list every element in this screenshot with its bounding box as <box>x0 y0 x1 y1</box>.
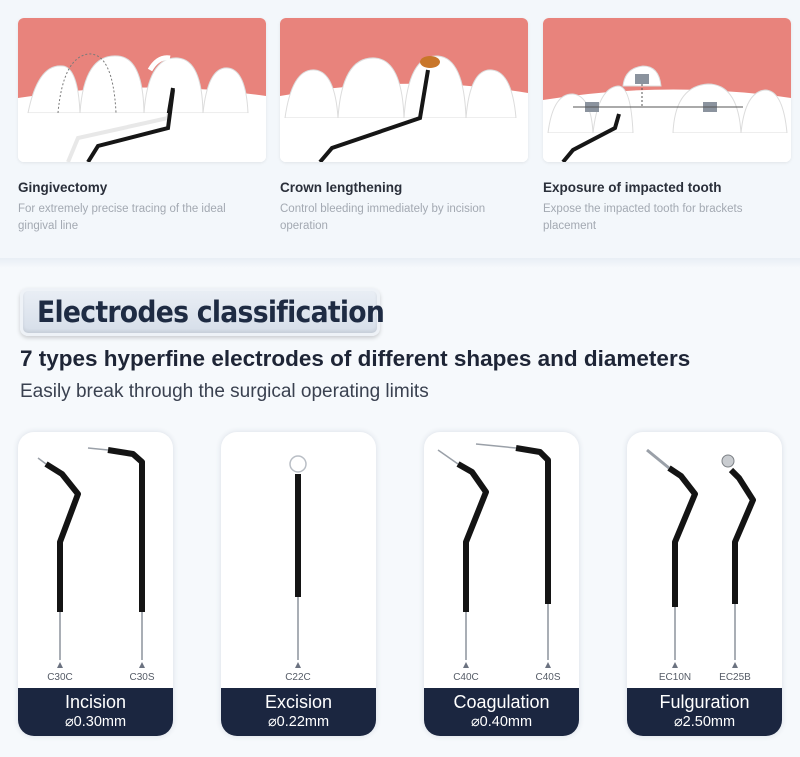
application-description: Control bleeding immediately by incision… <box>280 203 486 232</box>
electrode-label: Excision ⌀0.22mm <box>221 688 376 736</box>
electrode-diameter: ⌀0.22mm <box>267 714 330 730</box>
application-description: For extremely precise tracing of the ide… <box>18 203 226 232</box>
application-card-impacted-tooth: Exposure of impacted tooth Expose the im… <box>543 18 791 235</box>
electrode-code: EC25B <box>719 672 751 683</box>
electrode-code: C40S <box>535 672 561 683</box>
pointer-triangle-icon <box>139 662 145 668</box>
electrode-card-incision: C30C C30S Incision ⌀0.30mm <box>18 432 173 736</box>
application-card-gingivectomy: Gingivectomy For extremely precise traci… <box>18 18 266 235</box>
pointer-triangle-icon <box>672 662 678 668</box>
section-headline: 7 types hyperfine electrodes of differen… <box>20 346 691 371</box>
electrode-label: Fulguration ⌀2.50mm <box>627 688 782 736</box>
electrode-code: C22C <box>285 672 311 683</box>
gingivectomy-illustration <box>18 18 266 162</box>
section-badge-label: Electrodes classification <box>37 295 385 329</box>
pointer-triangle-icon <box>732 662 738 668</box>
crown-lengthening-illustration <box>280 18 528 162</box>
electrode-code: EC10N <box>658 672 692 683</box>
electrode-name: Coagulation <box>453 692 550 712</box>
application-title: Crown lengthening <box>280 180 403 195</box>
electrode-card-excision: C22C Excision ⌀0.22mm <box>221 432 376 736</box>
pointer-triangle-icon <box>295 662 301 668</box>
application-title: Gingivectomy <box>18 180 108 195</box>
electrode-name: Fulguration <box>659 692 750 712</box>
pointer-triangle-icon <box>57 662 63 668</box>
electrode-name: Excision <box>264 692 333 712</box>
impacted-tooth-illustration <box>543 18 791 162</box>
electrode-diameter: ⌀0.40mm <box>470 714 533 730</box>
fulguration-electrodes-drawing <box>646 448 756 660</box>
electrode-diameter: ⌀2.50mm <box>673 714 736 730</box>
electrode-diameter: ⌀0.30mm <box>64 714 127 730</box>
electrode-code: C40C <box>453 672 479 683</box>
electrode-label: Incision ⌀0.30mm <box>18 688 173 736</box>
electrode-card-coagulation: C40C C40S Coagulation ⌀0.40mm <box>424 432 579 736</box>
electrode-code: C30C <box>47 672 73 683</box>
electrode-label: Coagulation ⌀0.40mm <box>424 688 579 736</box>
coagulation-electrodes-drawing <box>437 443 551 660</box>
application-title: Exposure of impacted tooth <box>543 180 722 195</box>
section-subline: Easily break through the surgical operat… <box>20 381 429 402</box>
incision-electrodes-drawing <box>37 447 145 660</box>
excision-electrode-drawing <box>289 455 307 660</box>
application-card-crown-lengthening: Crown lengthening Control bleeding immed… <box>280 18 528 235</box>
section-divider <box>0 258 800 268</box>
pointer-triangle-icon <box>545 662 551 668</box>
pointer-triangle-icon <box>463 662 469 668</box>
electrode-name: Incision <box>64 692 127 712</box>
electrode-code: C30S <box>129 672 155 683</box>
electrode-card-fulguration: EC10N EC25B Fulguration ⌀2.50mm <box>627 432 782 736</box>
section-badge: Electrodes classification <box>20 288 385 336</box>
application-description: Expose the impacted tooth for brackets p… <box>543 203 743 232</box>
